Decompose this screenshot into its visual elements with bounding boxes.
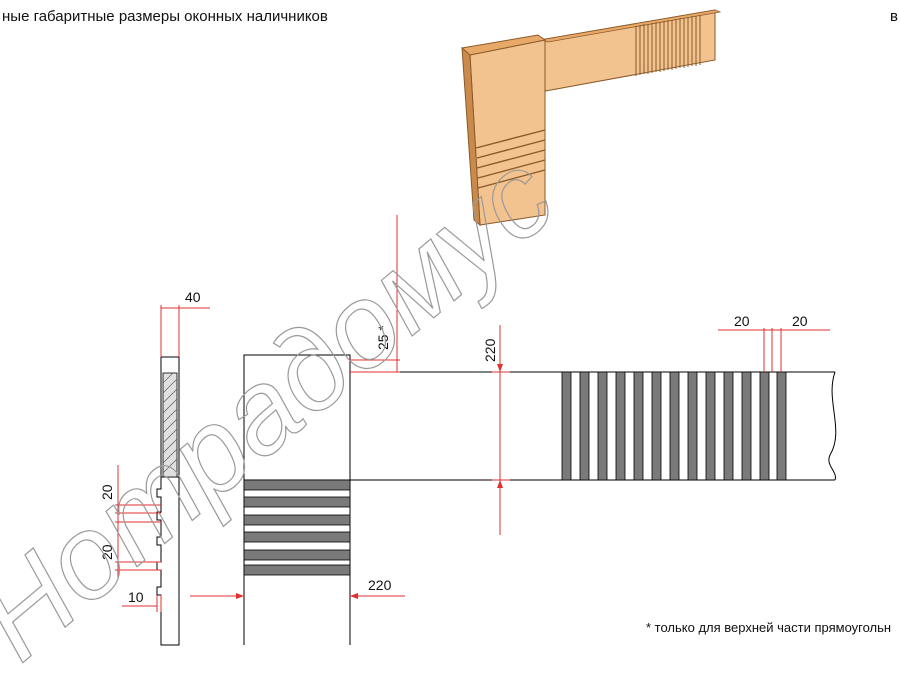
label-side-groove-b: 20 xyxy=(99,544,115,560)
dimension-lines xyxy=(115,215,830,612)
label-top-extra: 25 * xyxy=(375,325,391,350)
label-side-depth: 10 xyxy=(128,589,144,605)
horizontal-board-grooves xyxy=(561,371,787,481)
dimension-labels: 40 25 * 220 20 20 20 20 10 220 xyxy=(99,289,808,605)
post-grooves xyxy=(475,129,546,189)
drawing-title: ные габаритные размеры оконных наличнико… xyxy=(2,8,328,25)
post-top xyxy=(460,34,547,56)
label-vertical-width: 220 xyxy=(368,577,392,593)
footnote: * только для верхней части прямоугольн xyxy=(646,620,892,635)
vertical-board xyxy=(243,354,351,645)
label-groove-width-a: 20 xyxy=(734,313,750,329)
label-board-height: 220 xyxy=(482,338,498,362)
horizontal-board xyxy=(350,371,837,481)
side-notch-profile xyxy=(156,477,180,646)
dimension-arrows xyxy=(236,364,503,599)
title-right-fragment: в xyxy=(890,8,898,25)
wood-corner-illustration xyxy=(460,9,722,227)
top-board-grooves xyxy=(635,15,701,76)
top-board-front xyxy=(539,9,716,93)
vertical-board-grooves xyxy=(243,479,351,576)
label-side-groove-a: 20 xyxy=(99,484,115,500)
watermark-text: Нотрадомус xyxy=(0,129,579,675)
side-hatched-section xyxy=(162,372,178,478)
side-profile xyxy=(156,356,180,646)
label-side-width: 40 xyxy=(185,289,201,305)
label-groove-width-b: 20 xyxy=(792,313,808,329)
